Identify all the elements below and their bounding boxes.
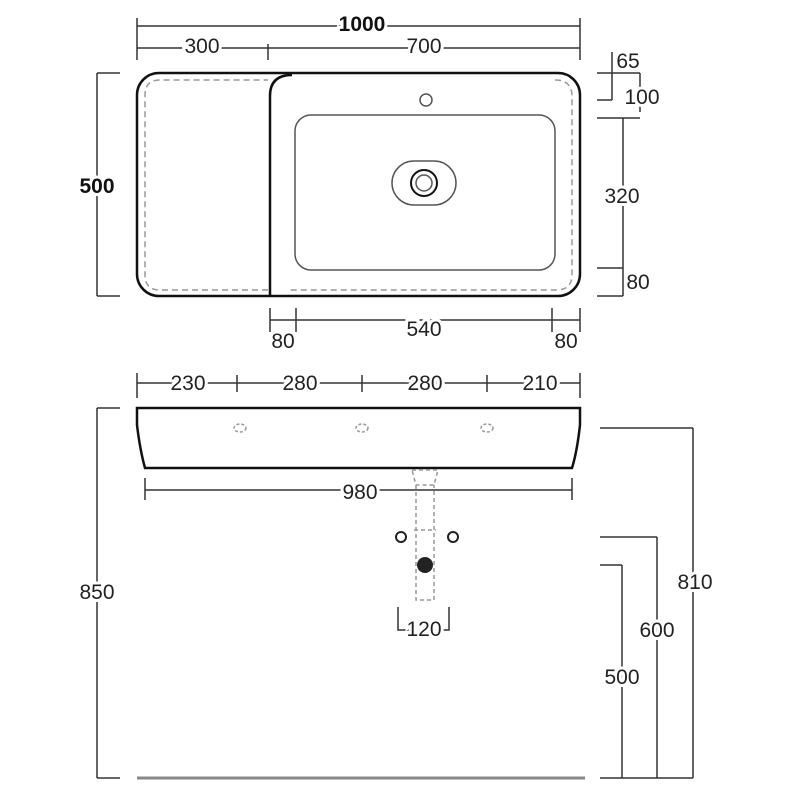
depth-dimension-lines — [96, 72, 120, 297]
drain-oval — [391, 160, 457, 206]
bowl-dashed-edge — [290, 79, 573, 291]
siphon-trap — [411, 469, 439, 601]
dim-tap-hole-offset: 65 — [616, 50, 639, 73]
top-view: 1000 300 700 500 65 100 320 80 80 540 80 — [76, 10, 662, 356]
dim-basin-section-width: 700 — [406, 35, 441, 58]
water-supply-valve-icon — [447, 531, 459, 543]
bottom-width-dimension-lines — [144, 478, 573, 500]
dim-depth: 500 — [79, 175, 114, 198]
dim-trap-width: 120 — [406, 618, 441, 641]
dim-hole-spacing-1: 230 — [170, 372, 205, 395]
dim-shelf-width: 300 — [184, 35, 219, 58]
dim-hole-spacing-4: 210 — [522, 372, 557, 395]
dim-rear-rim: 100 — [624, 86, 659, 109]
dim-bowl-depth: 320 — [604, 185, 639, 208]
dim-rim-height: 810 — [677, 571, 712, 594]
dim-bottom-width: 980 — [342, 481, 377, 504]
tap-hole-icon — [419, 93, 433, 107]
bowl-width-dimension-lines — [269, 308, 581, 332]
tap-hole-icon — [480, 423, 494, 433]
shelf-dashed-edge — [144, 79, 268, 291]
tap-hole-icon — [233, 423, 247, 433]
width-dimension-lines — [136, 18, 581, 60]
trap-width-dimension-lines — [397, 607, 450, 631]
drain-icon — [410, 169, 438, 197]
dim-overall-width: 1000 — [339, 13, 386, 36]
tap-hole-icon — [355, 423, 369, 433]
basin-front-outline — [135, 406, 582, 470]
dim-hole-spacing-2: 280 — [282, 372, 317, 395]
basin-outline — [135, 71, 582, 298]
bowl-inner-outline — [294, 114, 556, 271]
dim-hole-spacing-3: 280 — [407, 372, 442, 395]
bowl-section-divider — [268, 73, 293, 296]
hole-spacing-dimension-lines — [136, 373, 581, 398]
dim-waste-outlet-height: 500 — [604, 666, 639, 689]
front-view: 230 280 280 210 980 120 — [76, 369, 716, 780]
dim-bowl-right-rim: 80 — [554, 330, 577, 353]
dim-water-supply-height: 600 — [639, 619, 674, 642]
dim-front-rim: 80 — [626, 271, 649, 294]
dim-total-height: 850 — [79, 581, 114, 604]
dim-bowl-width: 540 — [406, 318, 441, 341]
water-supply-valve-icon — [395, 531, 407, 543]
waste-outlet-icon — [417, 557, 433, 573]
drain-inner-ring — [415, 174, 433, 192]
right-dimension-lines — [597, 52, 641, 297]
height-dimension-lines — [96, 407, 694, 779]
dim-bowl-left-rim: 80 — [271, 330, 294, 353]
